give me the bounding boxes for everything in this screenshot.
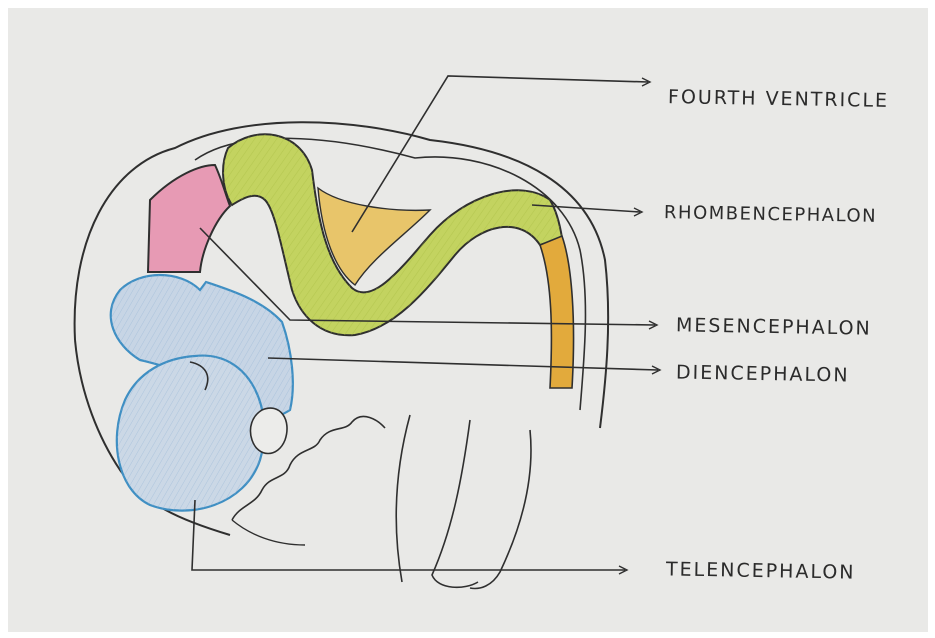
label-rhombencephalon: RHOMBENCEPHALON [664,202,877,227]
label-fourth-ventricle: FOURTH VENTRICLE [668,86,889,112]
label-mesencephalon: MESENCEPHALON [676,314,872,339]
label-telencephalon: TELENCEPHALON [666,558,856,583]
optic-vesicle [250,408,287,453]
label-diencephalon: DIENCEPHALON [676,361,850,386]
